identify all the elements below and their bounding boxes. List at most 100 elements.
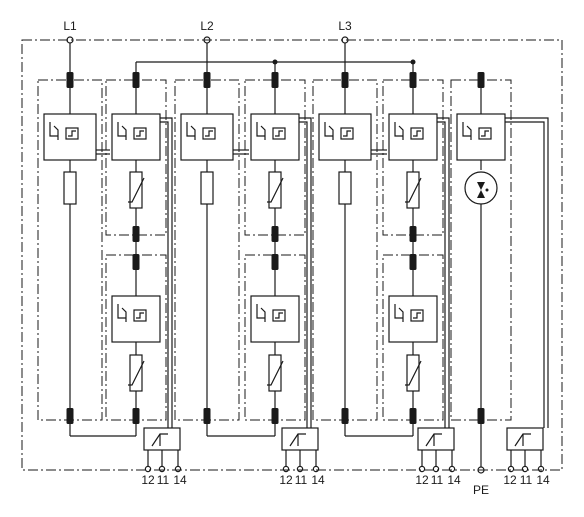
- disconnect-symbol: [121, 307, 127, 322]
- varistor-line: [267, 360, 284, 386]
- contact-terminal: [158, 465, 166, 473]
- contact-terminal: [296, 465, 304, 473]
- connector-block: [271, 72, 279, 88]
- spark-gap: [200, 171, 214, 205]
- connector-block: [409, 408, 417, 424]
- contact-terminal: [507, 465, 515, 473]
- housing-outline: [21, 39, 563, 471]
- contact-label: 11: [295, 473, 308, 487]
- indicator-symbol: [413, 130, 421, 137]
- contact-terminal: [521, 465, 529, 473]
- contact-terminal: [448, 465, 456, 473]
- spark-gap: [63, 171, 77, 205]
- contact-terminal: [418, 465, 426, 473]
- varistor-line: [405, 360, 422, 386]
- contact-label: 12: [141, 473, 155, 487]
- indicator-symbol: [272, 309, 286, 322]
- protection-modules: [37, 43, 549, 473]
- varistor-line: [128, 177, 145, 203]
- indicator-symbol: [136, 130, 144, 137]
- contact-label: 14: [311, 473, 325, 487]
- monitor-module: [388, 295, 438, 343]
- indicator-symbol: [68, 130, 76, 137]
- monitor-module: [250, 113, 300, 161]
- indicator-symbol: [202, 127, 216, 140]
- connector-block: [477, 72, 485, 88]
- connector-block: [341, 408, 349, 424]
- connector-block: [271, 254, 279, 270]
- connector-block: [341, 72, 349, 88]
- monitor-module: [250, 295, 300, 343]
- gdt-arrow: [477, 190, 485, 198]
- disconnect-symbol: [117, 304, 126, 319]
- indicator-symbol: [275, 130, 283, 137]
- disconnect-symbol: [117, 122, 126, 137]
- connector-block: [477, 408, 485, 424]
- contact-terminal: [432, 465, 440, 473]
- contact-terminal: [537, 465, 545, 473]
- signal-wire: [160, 121, 169, 428]
- module-outline: [450, 79, 512, 421]
- contact-label: 14: [447, 473, 461, 487]
- contact-label: 12: [503, 473, 517, 487]
- disconnect-symbol: [394, 122, 403, 137]
- signal-wire: [299, 117, 312, 428]
- indicator-symbol: [275, 312, 283, 319]
- disconnect-symbol: [324, 122, 333, 137]
- connector-block: [66, 72, 74, 88]
- contact-terminal: [312, 465, 320, 473]
- monitor-module: [388, 113, 438, 161]
- signal-wire: [505, 121, 545, 428]
- connector-block: [66, 408, 74, 424]
- monitor-module: [318, 113, 372, 161]
- disconnect-symbol: [462, 122, 471, 137]
- connector-block: [132, 226, 140, 242]
- contact-terminal: [282, 465, 290, 473]
- terminal-label-l1: L1: [63, 19, 77, 33]
- indicator-symbol: [410, 127, 424, 140]
- contact-terminal: [144, 465, 152, 473]
- signal-wire: [505, 117, 549, 428]
- disconnect-symbol: [398, 307, 404, 322]
- spark-gap: [338, 171, 352, 205]
- contact-label: 12: [415, 473, 429, 487]
- contact-label: 11: [431, 473, 444, 487]
- disconnect-symbol: [190, 125, 196, 140]
- disconnect-symbol: [256, 304, 265, 319]
- connector-block: [409, 254, 417, 270]
- disconnect-symbol: [398, 125, 404, 140]
- monitor-module: [456, 113, 506, 161]
- disconnect-symbol: [260, 307, 266, 322]
- contact-terminal: [174, 465, 182, 473]
- indicator-symbol: [136, 312, 144, 319]
- monitor-module: [180, 113, 234, 161]
- signal-wire: [437, 117, 450, 428]
- connector-block: [203, 72, 211, 88]
- contact-label: 12: [279, 473, 293, 487]
- monitor-module: [111, 113, 161, 161]
- terminal-label-pe: PE: [473, 483, 489, 497]
- contact-label: 11: [520, 473, 533, 487]
- connector-block: [409, 72, 417, 88]
- connector-block: [132, 254, 140, 270]
- connector-block: [203, 408, 211, 424]
- terminal-label-l2: L2: [200, 19, 214, 33]
- monitor-module: [111, 295, 161, 343]
- disconnect-symbol: [121, 125, 127, 140]
- disconnect-symbol: [394, 304, 403, 319]
- connector-block: [271, 408, 279, 424]
- disconnect-symbol: [466, 125, 472, 140]
- signal-wire: [299, 121, 308, 428]
- connector-block: [409, 226, 417, 242]
- varistor-line: [267, 177, 284, 203]
- contact-labels: 12 11 14 12 11 14 12 11 14 12 11 14: [141, 473, 550, 487]
- indicator-symbol: [481, 130, 489, 137]
- connector-block: [271, 226, 279, 242]
- indicator-symbol: [133, 309, 147, 322]
- signal-contact-block: [143, 427, 181, 451]
- indicator-symbol: [478, 127, 492, 140]
- disconnect-symbol: [328, 125, 334, 140]
- indicator-symbol: [205, 130, 213, 137]
- contact-label: 14: [173, 473, 187, 487]
